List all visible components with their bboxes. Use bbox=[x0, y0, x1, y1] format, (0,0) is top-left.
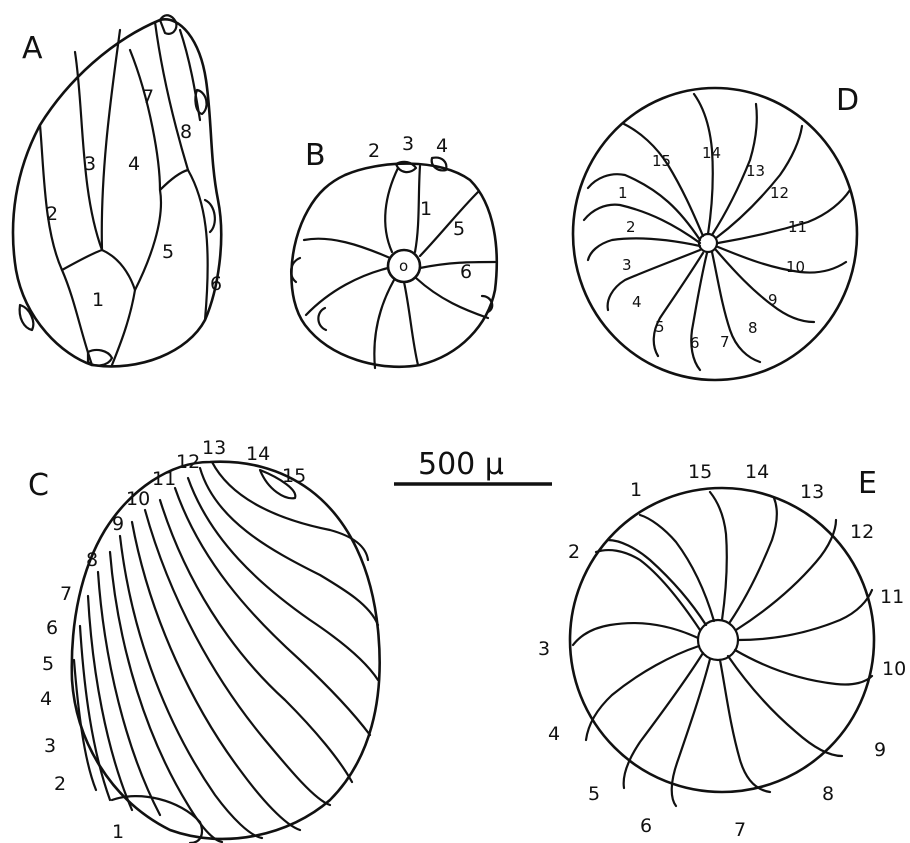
panel-e-chamber-10: 10 bbox=[882, 658, 906, 680]
panel-e-chamber-11: 11 bbox=[880, 586, 904, 608]
panel-a-chamber-8: 8 bbox=[180, 121, 192, 143]
panel-d-test-outline bbox=[573, 88, 857, 380]
panel-a-letter: A bbox=[22, 31, 43, 66]
panel-e-chamber-5: 5 bbox=[588, 783, 600, 805]
panel-a-chamber-3: 3 bbox=[84, 153, 96, 175]
panel-b-chamber-4: 4 bbox=[436, 135, 448, 157]
panel-a-chamber-4: 4 bbox=[128, 153, 140, 175]
panel-c-chamber-15: 15 bbox=[282, 465, 306, 487]
panel-e-chamber-2: 2 bbox=[568, 541, 580, 563]
panel-e-chamber-6: 6 bbox=[640, 815, 652, 837]
panel-e-letter: E bbox=[858, 466, 877, 501]
panel-a-chamber-6: 6 bbox=[210, 273, 222, 295]
panel-d-chamber-6: 6 bbox=[690, 334, 700, 352]
panel-a-chamber-7: 7 bbox=[142, 86, 154, 108]
panel-d-chamber-3: 3 bbox=[622, 256, 632, 274]
panel-b-chamber-5: 5 bbox=[453, 218, 465, 240]
panel-e-chamber-3: 3 bbox=[538, 638, 550, 660]
scale-bar-label: 500 μ bbox=[418, 447, 504, 482]
panel-c-chamber-8: 8 bbox=[86, 549, 98, 571]
panel-c-chamber-11: 11 bbox=[152, 468, 176, 490]
panel-d-chamber-12: 12 bbox=[770, 184, 789, 202]
panel-b: B o 1 2 3 4 5 6 bbox=[291, 133, 497, 368]
panel-e-chamber-15: 15 bbox=[688, 461, 712, 483]
panel-c-chamber-5: 5 bbox=[42, 653, 54, 675]
panel-e-test-outline bbox=[570, 488, 874, 806]
panel-e-chamber-4: 4 bbox=[548, 723, 560, 745]
panel-c-letter: C bbox=[28, 468, 49, 503]
panel-d-chamber-5: 5 bbox=[655, 318, 665, 336]
panel-d-chamber-1: 1 bbox=[618, 184, 628, 202]
panel-d-chamber-13: 13 bbox=[746, 162, 765, 180]
panel-c-chamber-9: 9 bbox=[112, 513, 124, 535]
panel-c-chamber-10: 10 bbox=[126, 488, 150, 510]
panel-e-chamber-13: 13 bbox=[800, 481, 824, 503]
panel-b-chamber-1: 1 bbox=[420, 198, 432, 220]
panel-e-chamber-1: 1 bbox=[630, 479, 642, 501]
panel-c-chamber-3: 3 bbox=[44, 735, 56, 757]
panel-b-aperture: o bbox=[399, 257, 408, 275]
panel-b-chamber-3: 3 bbox=[402, 133, 414, 155]
scale-bar: 500 μ bbox=[394, 447, 552, 484]
panel-c-chamber-13: 13 bbox=[202, 437, 226, 459]
panel-d-chamber-15: 15 bbox=[652, 152, 671, 170]
panel-a: A 1 2 3 4 5 6 7 8 bbox=[13, 15, 222, 366]
panel-e: E 1 2 3 4 5 6 7 8 9 10 11 12 bbox=[538, 461, 906, 841]
panel-c-chamber-6: 6 bbox=[46, 617, 58, 639]
panel-d-chamber-11: 11 bbox=[788, 218, 807, 236]
panel-b-chamber-2: 2 bbox=[368, 140, 380, 162]
panel-c-chamber-1: 1 bbox=[112, 821, 124, 843]
panel-a-test-outline bbox=[13, 15, 221, 366]
panel-d-chamber-9: 9 bbox=[768, 291, 778, 309]
panel-e-chamber-7: 7 bbox=[734, 819, 746, 841]
panel-d-chamber-14: 14 bbox=[702, 144, 721, 162]
panel-e-chamber-9: 9 bbox=[874, 739, 886, 761]
panel-c-chamber-4: 4 bbox=[40, 688, 52, 710]
panel-c-chamber-7: 7 bbox=[60, 583, 72, 605]
panel-a-chamber-1: 1 bbox=[92, 289, 104, 311]
panel-a-chamber-5: 5 bbox=[162, 241, 174, 263]
panel-b-chamber-6: 6 bbox=[460, 261, 472, 283]
panel-e-chamber-14: 14 bbox=[745, 461, 769, 483]
panel-c-chamber-14: 14 bbox=[246, 443, 270, 465]
panel-a-chamber-2: 2 bbox=[46, 203, 58, 225]
panel-c-chamber-2: 2 bbox=[54, 773, 66, 795]
panel-d-chamber-10: 10 bbox=[786, 258, 805, 276]
panel-b-letter: B bbox=[305, 138, 326, 173]
panel-d-chamber-2: 2 bbox=[626, 218, 636, 236]
panel-d-chamber-8: 8 bbox=[748, 319, 758, 337]
panel-d-chamber-4: 4 bbox=[632, 293, 642, 311]
panel-c-chamber-12: 12 bbox=[176, 451, 200, 473]
panel-c: C 1 2 3 4 5 6 7 8 9 10 11 12 bbox=[28, 437, 380, 843]
panel-d-chamber-7: 7 bbox=[720, 333, 730, 351]
panel-d-letter: D bbox=[836, 83, 859, 118]
panel-d: D 1 2 3 4 5 6 7 8 9 10 11 12 bbox=[573, 83, 859, 380]
panel-e-chamber-12: 12 bbox=[850, 521, 874, 543]
panel-e-chamber-8: 8 bbox=[822, 783, 834, 805]
